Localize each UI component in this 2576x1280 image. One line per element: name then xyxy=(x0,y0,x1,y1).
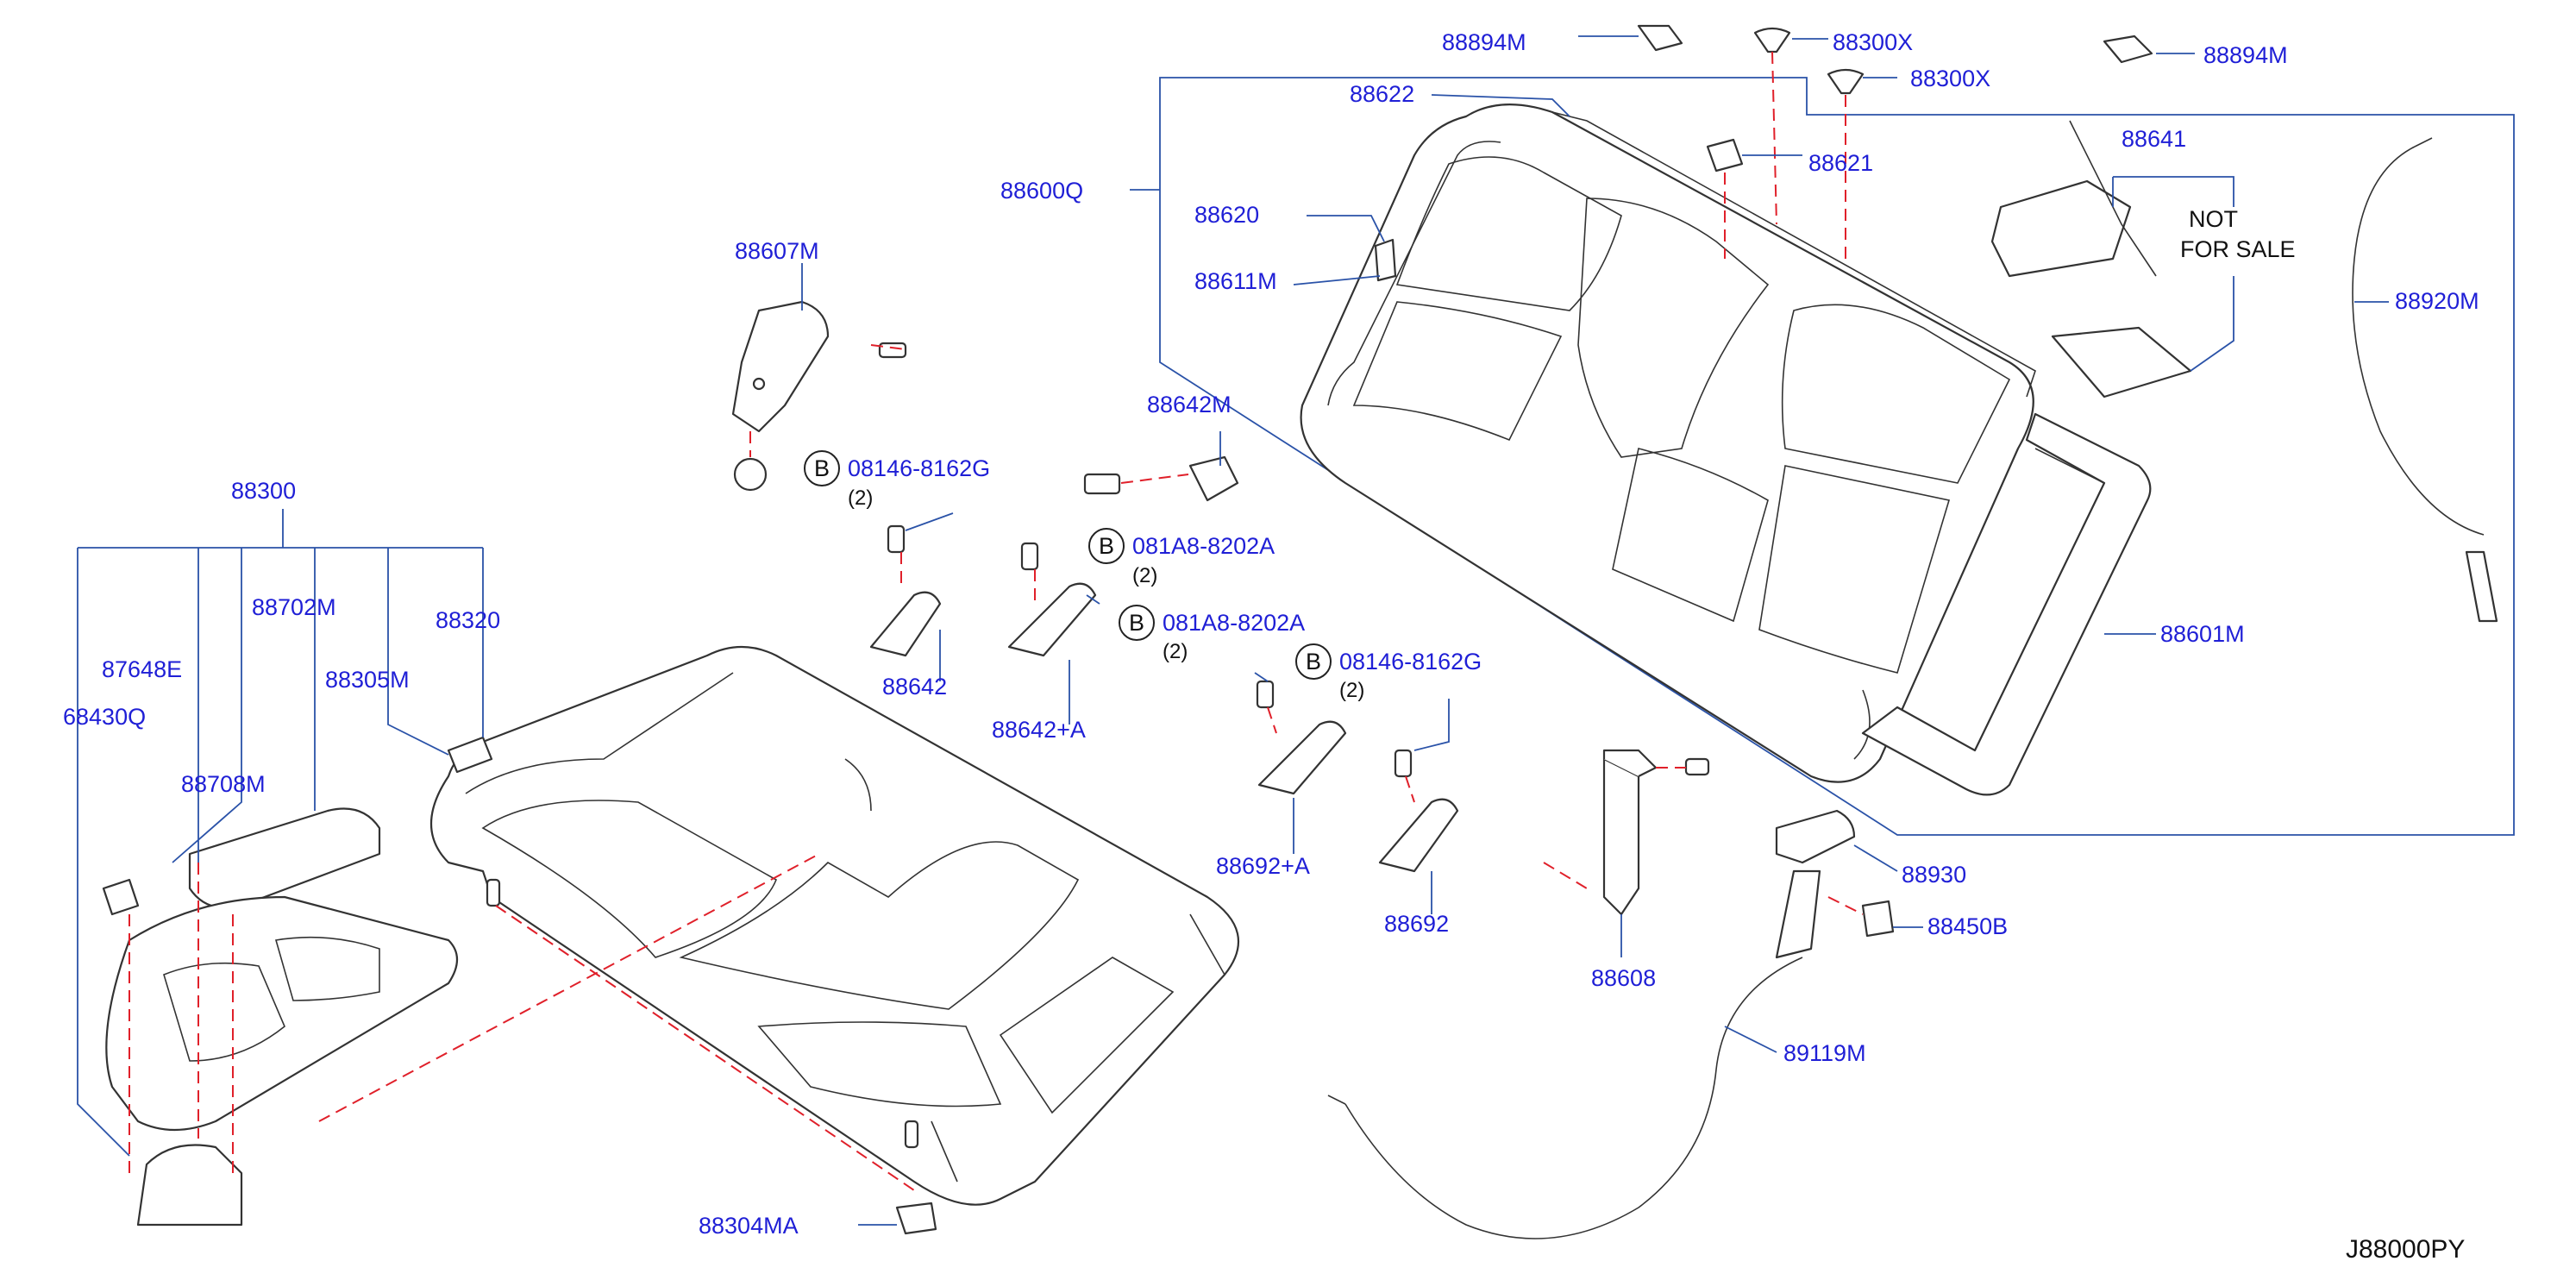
assembly-guides xyxy=(128,51,1864,1191)
bolt-symbol-2: B xyxy=(1088,528,1125,564)
part-label-88622[interactable]: 88622 xyxy=(1350,81,1414,107)
part-label-88708M[interactable]: 88708M xyxy=(181,771,266,797)
hinge-bracket-88607M[interactable] xyxy=(731,300,907,492)
svg-text:B: B xyxy=(814,455,830,481)
part-label-88920M[interactable]: 88920M xyxy=(2395,288,2479,314)
bolt-label-08146-8162G-b[interactable]: 08146-8162G xyxy=(1339,649,1482,675)
part-label-88300[interactable]: 88300 xyxy=(231,478,296,504)
seat-cushion-assembly[interactable] xyxy=(430,645,1240,1206)
part-label-88894M-left[interactable]: 88894M xyxy=(1442,29,1526,55)
bracket-88642[interactable] xyxy=(869,524,942,657)
bolt-label-081A8-8202A-a[interactable]: 081A8-8202A xyxy=(1132,533,1275,559)
part-label-88894M-right[interactable]: 88894M xyxy=(2203,42,2288,68)
part-label-88611M[interactable]: 88611M xyxy=(1194,268,1277,294)
part-label-88320[interactable]: 88320 xyxy=(436,607,500,633)
latch-88641[interactable] xyxy=(1990,120,2192,398)
bracket-88642A[interactable] xyxy=(1007,542,1097,657)
part-label-88607M[interactable]: 88607M xyxy=(735,238,819,264)
part-label-88620[interactable]: 88620 xyxy=(1194,202,1259,228)
bolt-symbol-1: B xyxy=(804,450,840,486)
leader-lines xyxy=(77,35,2389,1226)
part-label-88930[interactable]: 88930 xyxy=(1902,862,1966,888)
tab-88620[interactable] xyxy=(1374,238,1397,282)
part-label-88608[interactable]: 88608 xyxy=(1591,965,1656,991)
clip-88621[interactable] xyxy=(1706,138,1744,173)
part-label-88600Q[interactable]: 88600Q xyxy=(1000,178,1083,204)
bracket-88692[interactable] xyxy=(1378,749,1459,873)
cable-88920M[interactable] xyxy=(2352,137,2498,623)
part-label-88450B[interactable]: 88450B xyxy=(1927,913,2008,939)
bolt-label-081A8-8202A-b[interactable]: 081A8-8202A xyxy=(1163,610,1305,636)
svg-text:B: B xyxy=(1306,649,1321,675)
part-label-87648E[interactable]: 87648E xyxy=(102,656,182,682)
part-label-88702M[interactable]: 88702M xyxy=(252,594,336,620)
bolt-qty-081A8-a: (2) xyxy=(1132,564,1157,587)
part-label-88641[interactable]: 88641 xyxy=(2122,126,2186,152)
part-label-88304MA[interactable]: 88304MA xyxy=(699,1213,799,1239)
part-label-88621[interactable]: 88621 xyxy=(1808,150,1873,176)
part-label-68430Q[interactable]: 68430Q xyxy=(63,704,146,730)
bolt-qty-08146-b: (2) xyxy=(1339,679,1364,702)
seat-back-assembly[interactable] xyxy=(1159,77,2515,836)
bolt-qty-08146-a: (2) xyxy=(848,486,873,510)
bolt-symbol-4: B xyxy=(1295,643,1332,680)
clip-88300X-a[interactable] xyxy=(1753,27,1791,53)
part-label-88300X-b[interactable]: 88300X xyxy=(1910,66,1990,91)
bolt-qty-081A8-b: (2) xyxy=(1163,640,1188,663)
part-label-88692[interactable]: 88692 xyxy=(1384,911,1449,937)
not-for-sale-line2: FOR SALE xyxy=(2180,236,2296,262)
diagram-code: J88000PY xyxy=(2346,1235,2465,1264)
part-label-88300X-a[interactable]: 88300X xyxy=(1833,29,1913,55)
part-label-88692A[interactable]: 88692+A xyxy=(1216,853,1310,879)
bolt-label-08146-8162G-a[interactable]: 08146-8162G xyxy=(848,455,990,481)
bracket-88692A[interactable] xyxy=(1256,680,1347,795)
clip-88300X-b[interactable] xyxy=(1827,68,1865,95)
armrest-console[interactable] xyxy=(102,807,459,1227)
hook-88894M-left[interactable] xyxy=(1637,24,1683,52)
clip-88304MA[interactable] xyxy=(895,1202,937,1235)
bracket-88642M[interactable] xyxy=(1083,455,1239,502)
part-label-88642M[interactable]: 88642M xyxy=(1147,392,1232,417)
lock-cable-89119M[interactable] xyxy=(1327,957,1803,1239)
hook-88894M-right[interactable] xyxy=(2103,35,2153,64)
part-label-88642A[interactable]: 88642+A xyxy=(992,717,1086,743)
part-label-88642[interactable]: 88642 xyxy=(882,674,947,700)
clip-88305M[interactable] xyxy=(447,736,493,774)
lock-mechanism-88930[interactable] xyxy=(1775,809,1895,959)
bolt-symbol-3: B xyxy=(1119,605,1155,641)
part-label-88601M[interactable]: 88601M xyxy=(2160,621,2245,647)
svg-text:B: B xyxy=(1129,610,1144,636)
side-bracket-88608[interactable] xyxy=(1602,749,1710,916)
part-label-88305M[interactable]: 88305M xyxy=(325,667,410,693)
part-label-89119M[interactable]: 89119M xyxy=(1783,1040,1866,1066)
not-for-sale-line1: NOT xyxy=(2189,206,2238,232)
svg-text:B: B xyxy=(1099,533,1114,559)
